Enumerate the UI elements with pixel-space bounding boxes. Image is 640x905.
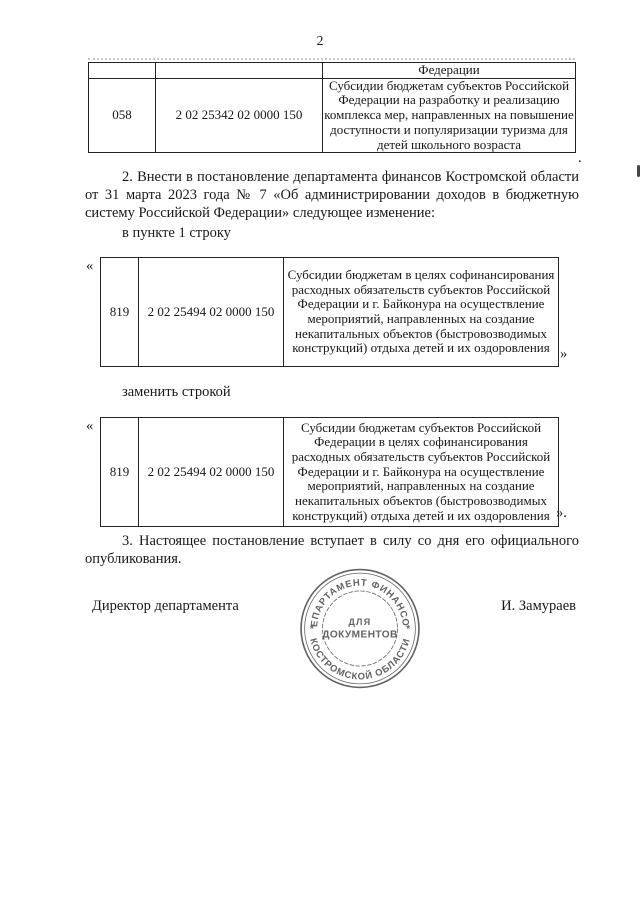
table-row: 819 2 02 25494 02 0000 150 Субсидии бюдж…	[100, 417, 559, 527]
replace-label: заменить строкой	[122, 384, 231, 400]
table-cell-description: Субсидии бюджетам субъектов Российской Ф…	[283, 417, 559, 527]
table-row: Федерации	[88, 62, 576, 79]
table-cell-description: Субсидии бюджетам в целях софинансирован…	[283, 257, 559, 367]
stamp-ink: ДЕПАРТАМЕНТ ФИНАНСОВ КОСТРОМСКОЙ ОБЛАСТИ…	[294, 566, 420, 689]
signature-title: Директор департамента	[92, 598, 239, 614]
stamp-outer-ring	[300, 568, 420, 689]
open-quote: «	[86, 258, 94, 274]
table-cell-budget-code: 2 02 25342 02 0000 150	[155, 77, 323, 154]
table-cell-admin-code: 819	[100, 257, 139, 367]
table-cell-text: Федерации	[322, 62, 576, 79]
stamp-inner-ring	[322, 590, 398, 667]
stamp-right-star: *	[406, 624, 410, 635]
table-cell-budget-code: 2 02 25494 02 0000 150	[138, 257, 284, 367]
svg-text:КОСТРОМСКОЙ ОБЛАСТИ: КОСТРОМСКОЙ ОБЛАСТИ	[307, 637, 413, 683]
sentence-period: .	[578, 150, 582, 166]
table-budget-codes-continued: Федерации 058 2 02 25342 02 0000 150 Суб…	[88, 62, 576, 154]
stamp-second-ring	[304, 572, 416, 685]
page-break-smudge	[88, 58, 575, 60]
open-quote: «	[86, 418, 94, 434]
signature-name: И. Замураев	[501, 598, 576, 614]
table-cell-empty	[155, 62, 323, 79]
stamp-center-line2: ДОКУМЕНТОВ	[322, 629, 398, 640]
table-cell-description: Субсидии бюджетам субъектов Российской Ф…	[322, 77, 576, 154]
stamp-left-star: *	[310, 624, 314, 635]
table-cell-empty	[88, 62, 156, 79]
close-quote: ».	[556, 505, 567, 521]
page-number: 2	[316, 33, 324, 48]
paragraph-2-subline: в пункте 1 строку	[122, 225, 231, 241]
table-cell-admin-code: 819	[100, 417, 139, 527]
official-stamp: ДЕПАРТАМЕНТ ФИНАНСОВ КОСТРОМСКОЙ ОБЛАСТИ…	[294, 566, 420, 689]
stamp-center-line1: ДЛЯ	[348, 617, 371, 627]
scan-artifact	[637, 165, 640, 177]
table-cell-admin-code: 058	[88, 77, 156, 154]
paragraph-2: 2. Внести в постановление департамента ф…	[85, 169, 579, 222]
stamp-bottom-arc-text: КОСТРОМСКОЙ ОБЛАСТИ	[307, 637, 412, 683]
table-replacement-row: 819 2 02 25494 02 0000 150 Субсидии бюдж…	[100, 417, 559, 527]
paragraph-3: 3. Настоящее постановление вступает в си…	[85, 533, 579, 568]
close-quote: »	[560, 346, 568, 362]
table-cell-budget-code: 2 02 25494 02 0000 150	[138, 417, 284, 527]
table-row-to-replace: 819 2 02 25494 02 0000 150 Субсидии бюдж…	[100, 257, 559, 367]
table-row: 058 2 02 25342 02 0000 150 Субсидии бюдж…	[88, 77, 576, 154]
table-row: 819 2 02 25494 02 0000 150 Субсидии бюдж…	[100, 257, 559, 367]
